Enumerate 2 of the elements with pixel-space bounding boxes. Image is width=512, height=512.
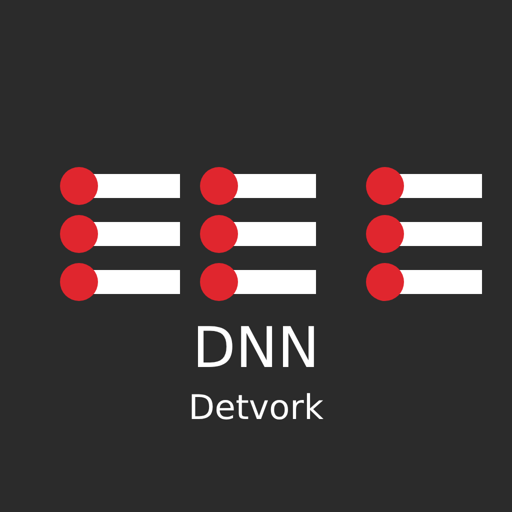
heading-text: DNN xyxy=(192,316,320,381)
subheading-text: Detvork xyxy=(188,388,324,428)
